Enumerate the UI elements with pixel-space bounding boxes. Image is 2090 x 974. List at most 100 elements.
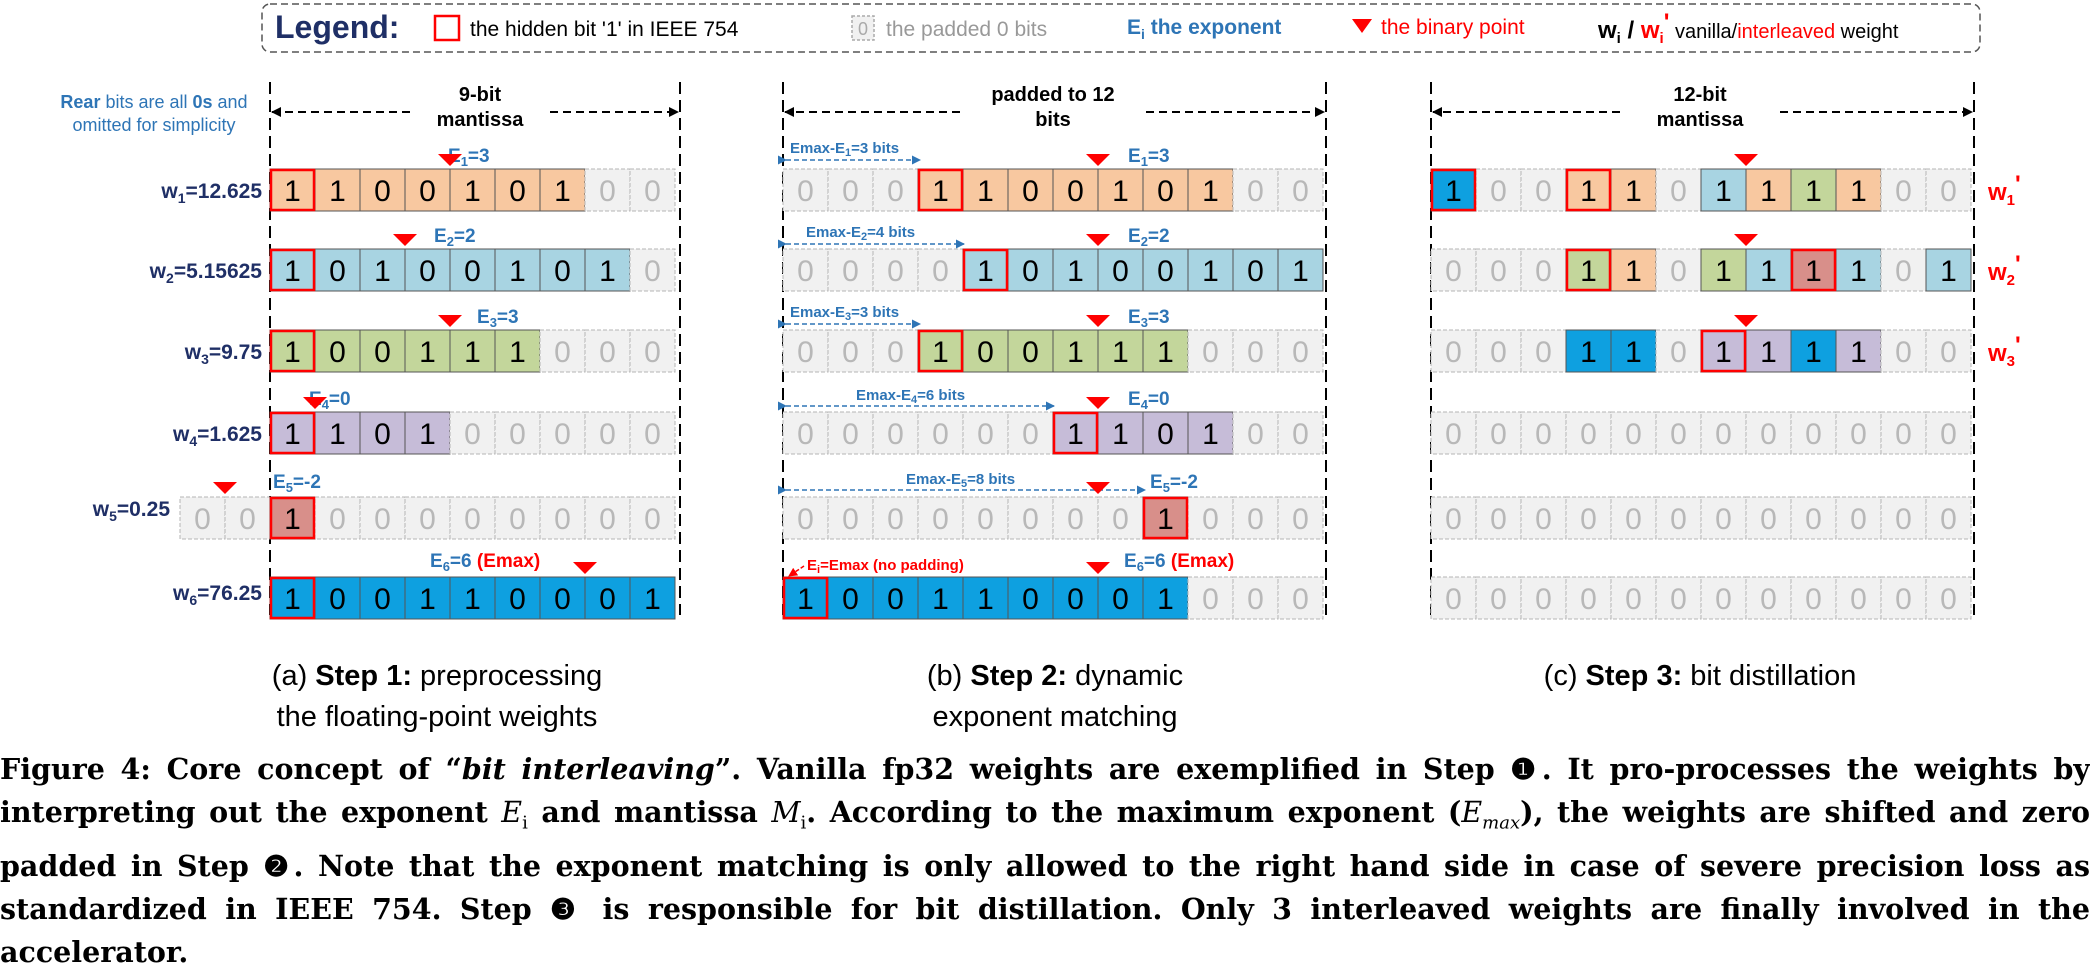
bit-value: 0 (1760, 418, 1777, 451)
bit-value: 1 (1805, 175, 1822, 208)
panel-a-exponent-2: E2=2 (434, 226, 476, 249)
bit-value: 0 (932, 503, 949, 536)
bit-value: 1 (284, 255, 301, 288)
weight-label-3: w3=9.75 (184, 341, 263, 367)
bit-cell (1745, 168, 1792, 212)
bit-value: 0 (977, 503, 994, 536)
bit-value: 0 (887, 583, 904, 616)
bit-cell (584, 248, 631, 292)
bit-value: 0 (329, 336, 346, 369)
bit-cell (1700, 248, 1747, 292)
bit-value: 0 (1670, 175, 1687, 208)
bit-value: 1 (1850, 175, 1867, 208)
padded-bit-cell (1925, 496, 1972, 540)
bit-value: 1 (1067, 418, 1084, 451)
hidden-bit-outline (269, 168, 316, 212)
padded-bit-cell (494, 411, 541, 455)
hidden-bit-outline (1052, 411, 1099, 455)
padded-bit-cell (1520, 576, 1567, 620)
hidden-bit-swatch (433, 14, 461, 42)
bit-value: 1 (1760, 255, 1777, 288)
panel-c-header-line2: mantissa (1657, 109, 1745, 131)
padded-bit-cell (1475, 411, 1522, 455)
output-label-2: w2' (1987, 251, 2021, 289)
bit-cell (269, 411, 316, 455)
bit-value: 1 (1850, 255, 1867, 288)
padded-bit-cell (1232, 329, 1279, 373)
bit-value: 1 (977, 255, 994, 288)
bit-value: 0 (1490, 583, 1507, 616)
bit-value: 1 (1112, 336, 1129, 369)
padded-bit-cell (584, 496, 631, 540)
bit-cell (404, 329, 451, 373)
bit-value: 0 (509, 418, 526, 451)
bit-value: 1 (599, 255, 616, 288)
bit-cell (404, 411, 451, 455)
bit-value: 0 (1490, 255, 1507, 288)
bit-value: 1 (1157, 503, 1174, 536)
bit-value: 0 (1625, 583, 1642, 616)
bit-cell (1610, 168, 1657, 212)
bit-value: 1 (329, 175, 346, 208)
bit-value: 1 (797, 583, 814, 616)
bit-cell (1835, 329, 1882, 373)
padded-bit-cell (782, 411, 829, 455)
weight-label-6: w6=76.25 (172, 582, 262, 608)
bit-cell (314, 576, 361, 620)
padded-bit-cell (1007, 411, 1054, 455)
bit-cell (494, 168, 541, 212)
bit-value: 0 (1202, 583, 1219, 616)
bit-value: 0 (554, 255, 571, 288)
panel-b-header-line1: padded to 12 (991, 84, 1114, 106)
bit-value: 0 (374, 583, 391, 616)
bit-value: 0 (374, 503, 391, 536)
bit-cell (917, 168, 964, 212)
bit-value: 0 (599, 583, 616, 616)
panel-b-padding-spans: Emax-E1=3 bits Emax-E2=4 bits Emax-E3=3 … (778, 140, 1146, 577)
bit-value: 0 (842, 175, 859, 208)
bit-value: 1 (1760, 175, 1777, 208)
bit-value: 0 (1715, 583, 1732, 616)
bit-value: 0 (1850, 503, 1867, 536)
padded-bit-cell (1700, 576, 1747, 620)
binary-point-marker-icon (1086, 397, 1110, 409)
padded-bit-cell (224, 496, 271, 540)
bit-value: 1 (977, 175, 994, 208)
weight-labels: w1=12.625 w2=5.15625 w3=9.75 w4=1.625 w5… (92, 180, 263, 608)
panel-c-caption: (c) Step 3: bit distillation (1544, 660, 1857, 692)
bit-value: 0 (329, 503, 346, 536)
bit-value: 0 (1022, 175, 1039, 208)
bit-value: 0 (1535, 175, 1552, 208)
bit-interleaving-diagram: Legend: the hidden bit '1' in IEEE 754 0… (60, 3, 2021, 733)
padded-bit-cell (1277, 329, 1324, 373)
padded-bit-cell (1520, 168, 1567, 212)
bit-value: 0 (1445, 503, 1462, 536)
padded-bit-cell (1475, 496, 1522, 540)
bit-value: 0 (374, 418, 391, 451)
panel-b-exponent-1: E1=3 (1128, 146, 1170, 169)
bit-value: 1 (1202, 175, 1219, 208)
bit-value: 0 (1157, 418, 1174, 451)
bit-value: 1 (284, 418, 301, 451)
bit-value: 1 (932, 336, 949, 369)
binary-point-marker-icon (1086, 234, 1110, 246)
bit-cell (962, 329, 1009, 373)
bit-value: 0 (419, 255, 436, 288)
bit-cell (1232, 248, 1279, 292)
padded-bit-cell (629, 411, 676, 455)
bit-value: 0 (932, 255, 949, 288)
binary-point-marker-icon (438, 315, 462, 327)
bit-value: 0 (644, 175, 661, 208)
bit-value: 0 (1112, 583, 1129, 616)
bit-value: 0 (842, 418, 859, 451)
bit-value: 0 (1535, 336, 1552, 369)
padded-bit-cell (1277, 411, 1324, 455)
bit-value: 0 (374, 336, 391, 369)
panel-a-header: 9-bit mantissa (269, 82, 681, 615)
padded-bit-cell (1430, 411, 1477, 455)
bit-value: 1 (1580, 175, 1597, 208)
